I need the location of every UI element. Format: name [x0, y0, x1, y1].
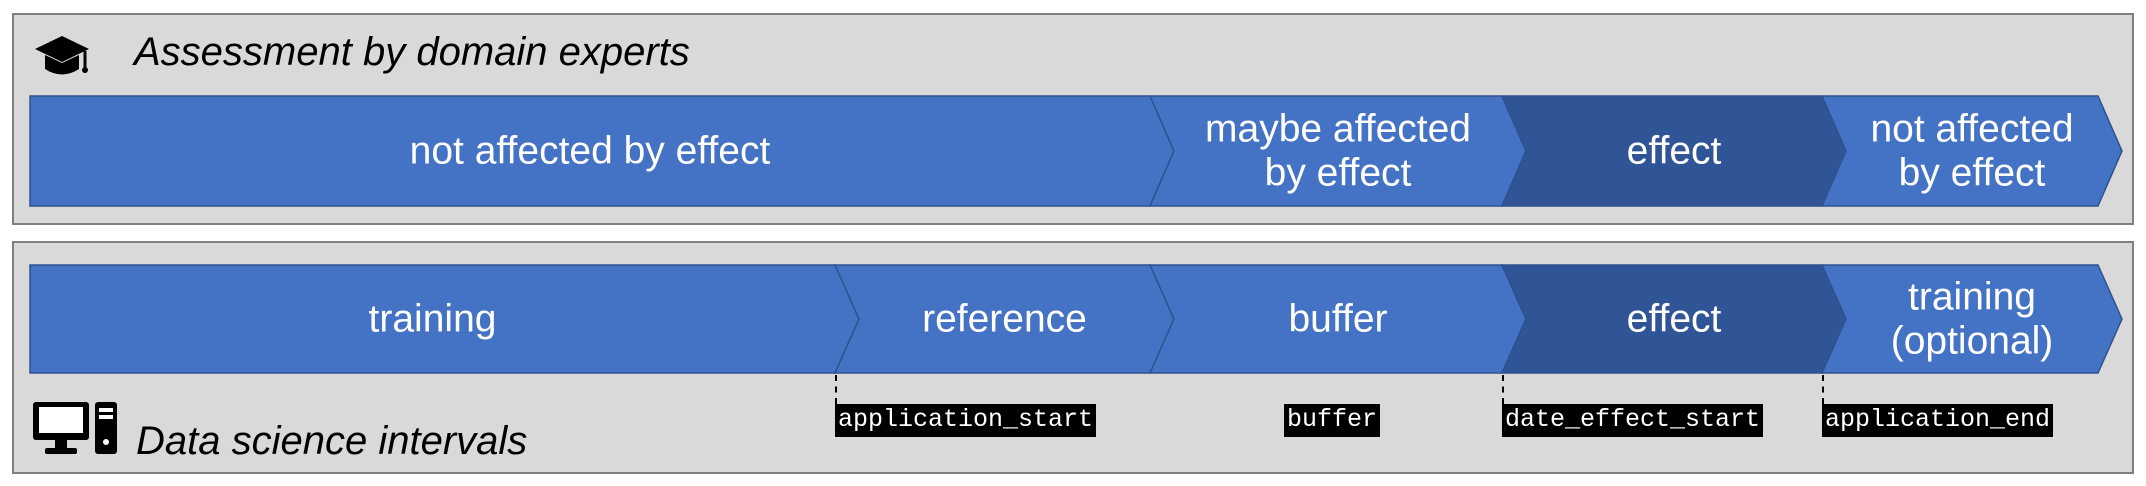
intervals-title: Data science intervals	[136, 419, 528, 463]
assessment-segment-label-3: effect	[1627, 130, 1722, 173]
interval-segment-label-4: effect	[1627, 298, 1722, 341]
assessment-segment-4	[1820, 95, 2123, 207]
interval-segment-label-1: training	[369, 298, 497, 341]
assessment-segment-label-4: not affected	[1870, 108, 2073, 151]
assessment-segment-label-1: not affected by effect	[410, 130, 771, 173]
assessment-segment-label-2: by effect	[1265, 152, 1412, 195]
marker-label-application-end: application_end	[1822, 404, 2054, 437]
marker-tick	[835, 375, 837, 404]
interval-segment-label-5: training	[1908, 276, 2036, 319]
marker-tick	[1822, 375, 1824, 404]
marker-label-date-effect-start: date_effect_start	[1502, 404, 1764, 437]
marker-label-application-start: application_start	[835, 404, 1097, 437]
graduation-cap-icon	[35, 36, 89, 75]
marker-tick	[1502, 375, 1504, 404]
marker-label-buffer: buffer	[1284, 404, 1381, 437]
interval-segment-5	[1820, 264, 2123, 374]
assessment-title: Assessment by domain experts	[134, 30, 690, 74]
interval-segment-label-3: buffer	[1288, 298, 1387, 341]
interval-segment-label-5: (optional)	[1891, 320, 2054, 363]
assessment-segment-label-4: by effect	[1899, 152, 2046, 195]
interval-segment-label-2: reference	[922, 298, 1087, 341]
assessment-segment-label-2: maybe affected	[1205, 108, 1471, 151]
desktop-computer-icon	[33, 402, 117, 454]
